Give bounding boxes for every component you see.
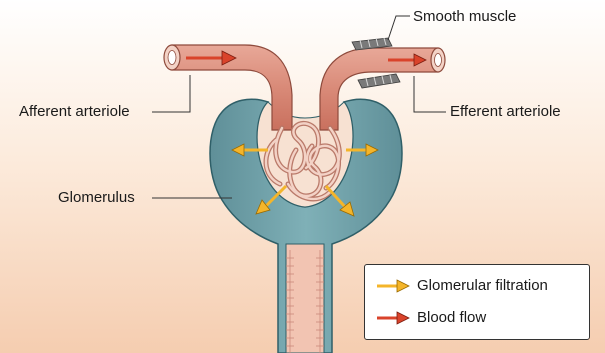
label-efferent-arteriole: Efferent arteriole [450,103,561,121]
label-smooth-muscle: Smooth muscle [413,8,516,26]
legend-label-filtration: Glomerular filtration [417,277,548,294]
legend-item-blood-flow: Blood flow [375,309,486,326]
legend: Glomerular filtration Blood flow [364,264,590,340]
yellow-arrow-icon [375,279,411,293]
red-arrow-icon [375,311,411,325]
label-glomerulus: Glomerulus [58,189,135,207]
proximal-tubule [286,244,324,353]
legend-label-blood-flow: Blood flow [417,309,486,326]
label-afferent-arteriole: Afferent arteriole [19,103,130,121]
legend-item-filtration: Glomerular filtration [375,277,548,294]
